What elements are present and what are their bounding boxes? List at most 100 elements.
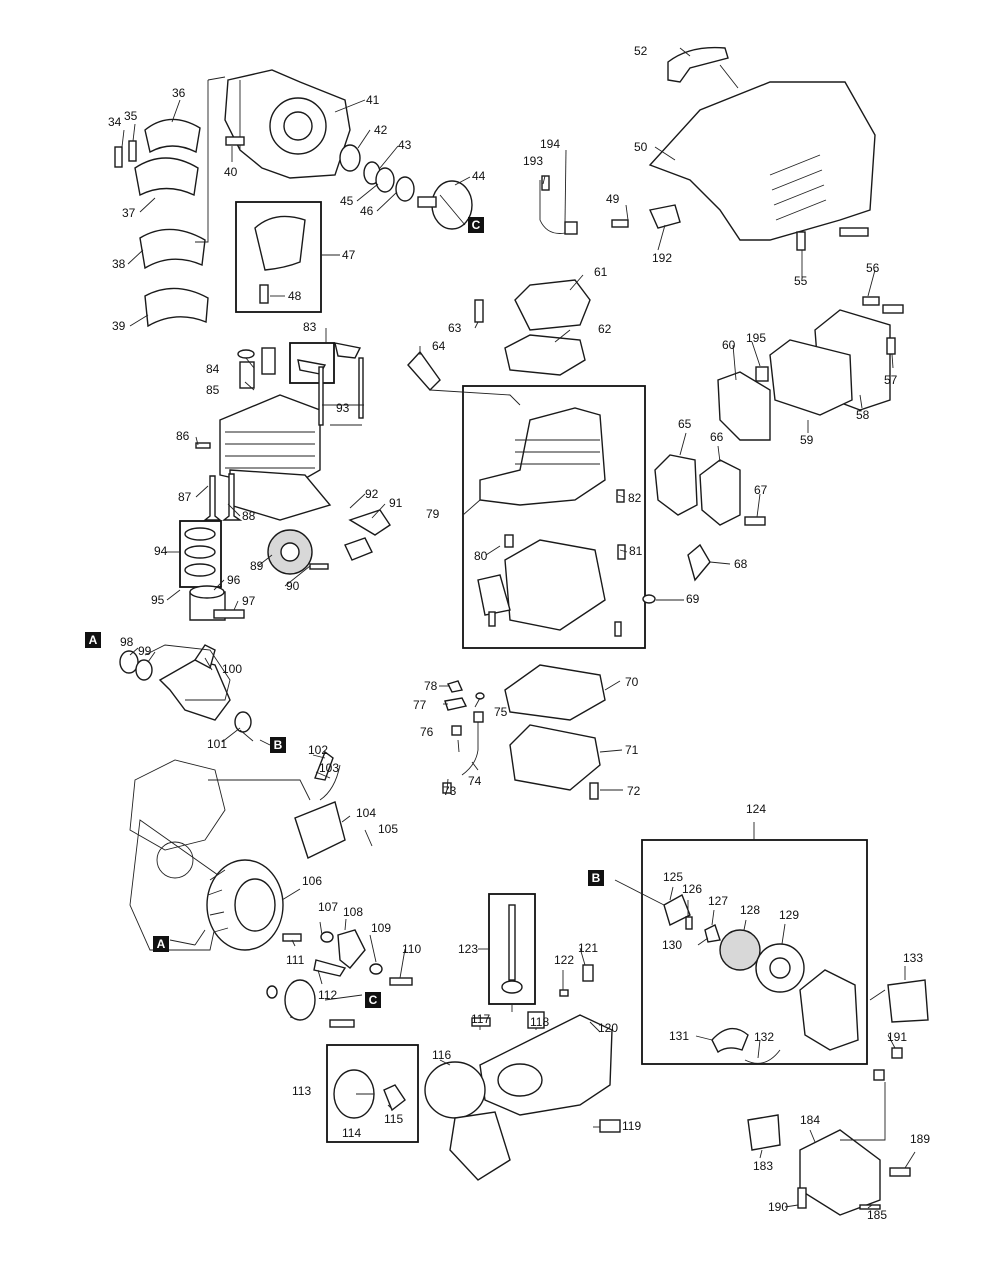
reference-ref-c-1: C: [468, 217, 484, 233]
callout-55: 55: [794, 274, 808, 288]
crankshaft-parts: [119, 644, 252, 733]
callout-129: 129: [779, 908, 799, 922]
callout-123: 123: [458, 942, 478, 956]
reference-box: [85, 632, 101, 648]
callout-58: 58: [856, 408, 870, 422]
reference-box: [270, 737, 286, 753]
callout-83: 83: [303, 320, 317, 334]
reference-box: [153, 936, 169, 952]
callout-46: 46: [360, 204, 374, 218]
ignition-and-flywheel-parts: [129, 644, 413, 1028]
group-box-124: [641, 839, 868, 1065]
callout-72: 72: [627, 784, 641, 798]
muffler-and-cover-parts: [539, 46, 904, 604]
callout-125: 125: [663, 870, 683, 884]
callout-88: 88: [242, 509, 256, 523]
callout-192: 192: [652, 251, 672, 265]
callout-189: 189: [910, 1132, 930, 1146]
callout-77: 77: [413, 698, 427, 712]
callout-81: 81: [629, 544, 643, 558]
callout-68: 68: [734, 557, 748, 571]
callout-91: 91: [389, 496, 403, 510]
group-box-83: [289, 342, 335, 384]
callout-195: 195: [746, 331, 766, 345]
callout-106: 106: [302, 874, 322, 888]
callout-183: 183: [753, 1159, 773, 1173]
callout-52: 52: [634, 44, 648, 58]
reference-ref-a-1: A: [85, 632, 101, 648]
callout-190: 190: [768, 1200, 788, 1214]
group-box-79: [462, 385, 646, 649]
callout-60: 60: [722, 338, 736, 352]
callout-86: 86: [176, 429, 190, 443]
fuel-and-carburetor-parts: [442, 664, 606, 800]
callout-69: 69: [686, 592, 700, 606]
callout-122: 122: [554, 953, 574, 967]
callout-103: 103: [319, 761, 339, 775]
callout-84: 84: [206, 362, 220, 376]
callout-49: 49: [606, 192, 620, 206]
callout-112: 112: [318, 988, 337, 1002]
reference-letter: B: [592, 871, 601, 885]
callout-105: 105: [378, 822, 398, 836]
callout-100: 100: [222, 662, 242, 676]
callout-67: 67: [754, 483, 768, 497]
callout-71: 71: [625, 743, 639, 757]
callout-75: 75: [494, 705, 508, 719]
callout-34: 34: [108, 115, 122, 129]
reference-letter: A: [89, 633, 98, 647]
callout-126: 126: [682, 882, 702, 896]
callout-94: 94: [154, 544, 168, 558]
callout-98: 98: [120, 635, 134, 649]
callout-108: 108: [343, 905, 363, 919]
cylinder-79-group-parts: [477, 407, 626, 637]
callout-133: 133: [903, 951, 923, 965]
leader-lines: [121, 47, 916, 1209]
callout-50: 50: [634, 140, 648, 154]
callout-59: 59: [800, 433, 814, 447]
callout-124: 124: [746, 802, 766, 816]
callout-117: 117: [471, 1012, 490, 1026]
callout-99: 99: [138, 644, 152, 658]
callout-65: 65: [678, 417, 692, 431]
reference-letter-boxes: C A B A C B: [85, 217, 604, 1008]
callout-107: 107: [318, 900, 338, 914]
callout-38: 38: [112, 257, 126, 271]
reference-ref-b-1: B: [270, 737, 286, 753]
callout-128: 128: [740, 903, 760, 917]
callout-64: 64: [432, 339, 446, 353]
reference-letter: A: [157, 937, 166, 951]
callout-113: 113: [292, 1084, 311, 1098]
callout-185: 185: [867, 1208, 887, 1222]
callout-48: 48: [288, 289, 302, 303]
group-box-113: [326, 1044, 419, 1143]
callout-57: 57: [884, 373, 898, 387]
callout-82: 82: [628, 491, 642, 505]
callout-73: 73: [443, 784, 457, 798]
callout-116: 116: [432, 1048, 451, 1062]
callout-56: 56: [866, 261, 880, 275]
callout-35: 35: [124, 109, 138, 123]
reference-box: [365, 992, 381, 1008]
callout-45: 45: [340, 194, 354, 208]
reference-ref-b-2: B: [588, 870, 604, 886]
callout-119: 119: [622, 1119, 641, 1133]
callout-95: 95: [151, 593, 165, 607]
engine-cylinder-parts: [184, 342, 391, 621]
reference-ref-a-2: A: [153, 936, 169, 952]
callout-109: 109: [371, 921, 391, 935]
callout-131: 131: [669, 1029, 689, 1043]
reference-letter: C: [369, 993, 378, 1007]
callout-79: 79: [426, 507, 440, 521]
callout-66: 66: [710, 430, 724, 444]
callout-61: 61: [594, 265, 608, 279]
callout-41: 41: [366, 93, 380, 107]
reference-ref-c-2: C: [365, 992, 381, 1008]
callout-193: 193: [523, 154, 543, 168]
callout-111: 111: [286, 953, 305, 967]
reference-letter: C: [472, 218, 481, 232]
callout-127: 127: [708, 894, 728, 908]
callout-130: 130: [662, 938, 682, 952]
